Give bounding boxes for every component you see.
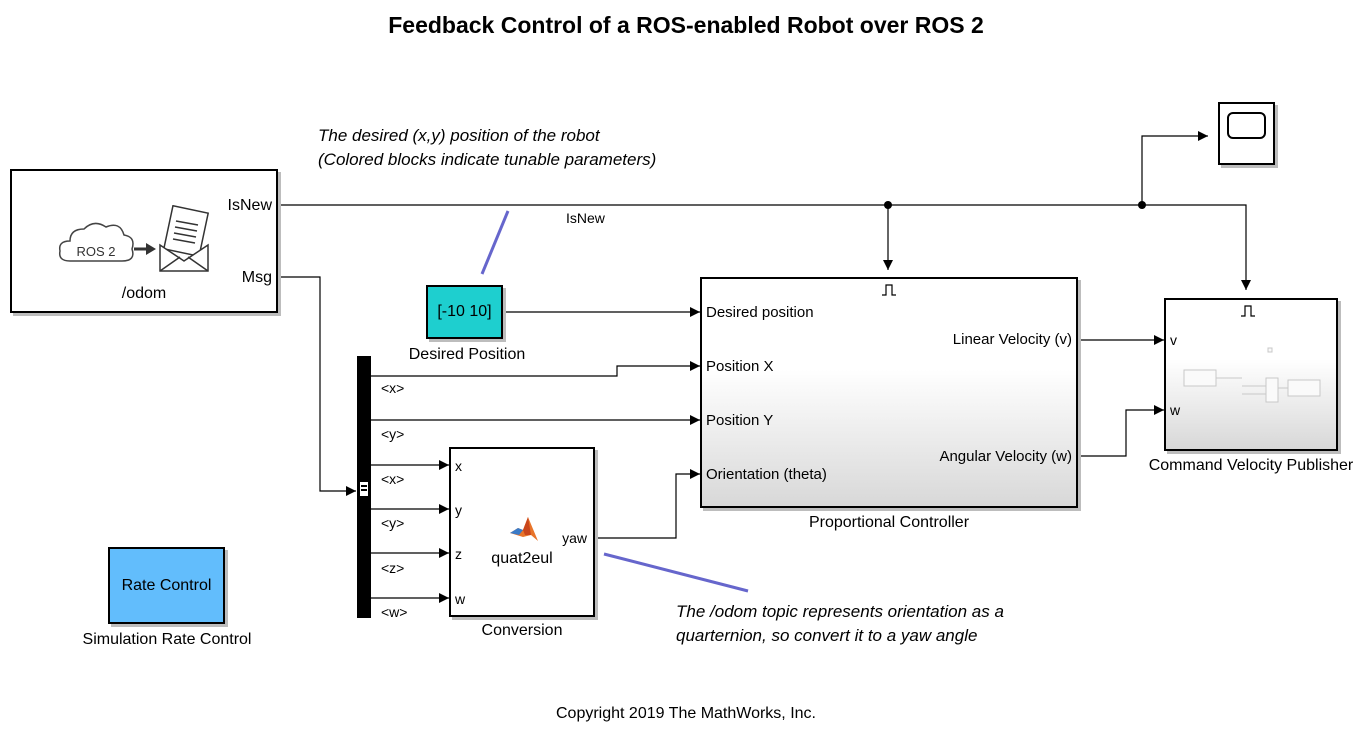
signal-label-isnew: IsNew [566, 210, 605, 226]
block-name-odom: /odom [121, 285, 167, 302]
annotation-odom: The /odom topic represents orientation a… [676, 600, 1004, 648]
bus-signal-label: <x> [381, 471, 405, 487]
ros2-subscribe-icon: ROS 2 [58, 205, 210, 272]
bus-selector-port [360, 482, 368, 496]
port-x: x [455, 458, 462, 474]
block-name-simulation-rate-control: Simulation Rate Control [82, 631, 252, 648]
wire-bus-x [371, 361, 700, 377]
copyright-notice: Copyright 2019 The MathWorks, Inc. [556, 705, 816, 722]
port-desired-position: Desired position [706, 304, 814, 321]
port-w: w [1170, 402, 1181, 418]
command-velocity-publisher-block[interactable]: v w [1164, 298, 1338, 451]
conversion-block[interactable]: x y z w yaw quat2eul [449, 447, 595, 617]
trigger-icon [882, 284, 896, 296]
wire-angular-velocity [1078, 405, 1164, 457]
port-angular-velocity: Angular Velocity (w) [939, 448, 1072, 465]
annotation-line: The /odom topic represents orientation a… [676, 602, 1004, 621]
wire-isnew-to-scope [1141, 131, 1208, 205]
bus-selector[interactable] [357, 356, 371, 618]
block-name-command-velocity-publisher: Command Velocity Publisher [1148, 457, 1354, 474]
annotation-desired-position: The desired (x,y) position of the robot … [318, 124, 656, 172]
constant-value: [-10 10] [437, 303, 492, 320]
cloud-text: ROS 2 [76, 244, 115, 259]
rate-control-label: Rate Control [121, 576, 212, 594]
proportional-controller-block[interactable]: Desired position Position X Position Y O… [700, 277, 1078, 508]
branch-point [884, 201, 892, 209]
port-yaw: yaw [562, 530, 587, 546]
annotation-connector [480, 210, 510, 275]
scope-screen-icon [1227, 112, 1266, 139]
bus-signal-label: <y> [381, 515, 405, 531]
port-linear-velocity: Linear Velocity (v) [952, 331, 1072, 348]
bus-signal-label: <w> [381, 604, 408, 620]
wire-yaw [594, 469, 700, 539]
page-title: Feedback Control of a ROS-enabled Robot … [388, 12, 984, 38]
port-y: y [455, 502, 462, 518]
port-w: w [455, 591, 466, 607]
scope-block[interactable] [1218, 102, 1275, 165]
annotation-line: quarternion, so convert it to a yaw angl… [676, 626, 978, 645]
subscriber-block[interactable]: ROS 2 IsNew Msg /odom [10, 169, 278, 313]
port-orientation: Orientation (theta) [706, 466, 827, 483]
port-msg: Msg [241, 269, 272, 286]
port-z: z [455, 546, 462, 562]
block-name-conversion: Conversion [481, 622, 563, 639]
bus-signal-label: <y> [381, 426, 405, 442]
subsystem-preview-icon [1183, 347, 1321, 403]
annotation-line: The desired (x,y) position of the robot [318, 126, 600, 145]
port-position-x: Position X [706, 358, 774, 375]
function-name: quat2eul [491, 550, 553, 567]
wire-isnew [278, 204, 1251, 290]
annotation-line: (Colored blocks indicate tunable paramet… [318, 150, 657, 169]
rate-control-block[interactable]: Rate Control [108, 547, 225, 624]
block-name-desired-position: Desired Position [408, 346, 526, 363]
desired-position-block[interactable]: [-10 10] [426, 285, 503, 339]
annotation-connector [603, 552, 749, 593]
trigger-icon [1241, 305, 1255, 317]
port-isnew: IsNew [227, 197, 272, 214]
port-v: v [1170, 332, 1177, 348]
block-name-proportional-controller: Proportional Controller [808, 514, 970, 531]
bus-signal-label: <z> [381, 560, 405, 576]
bus-signal-label: <x> [381, 380, 405, 396]
port-position-y: Position Y [706, 412, 774, 429]
branch-point [1138, 201, 1146, 209]
matlab-function-icon [510, 517, 538, 541]
wire-msg [278, 276, 356, 496]
